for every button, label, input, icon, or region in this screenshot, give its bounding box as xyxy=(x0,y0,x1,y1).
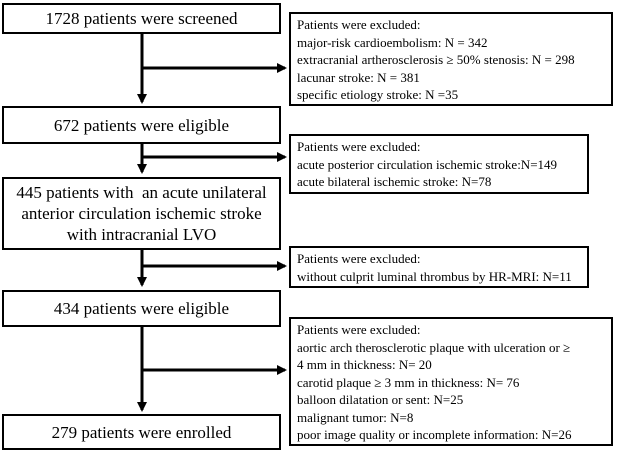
enrolled-box: 279 patients were enrolled xyxy=(2,414,281,450)
exclusion-box-1: Patients were excluded: major-risk cardi… xyxy=(289,12,613,106)
exclusion-item: major-risk cardioembolism: N = 342 xyxy=(297,34,488,50)
eligible-text-1: 672 patients were eligible xyxy=(53,115,230,135)
exclusion-title: Patients were excluded: xyxy=(297,251,421,266)
exclusion-item: poor image quality or incomplete informa… xyxy=(297,427,572,442)
exclusion-item: extracranial artherosclerosis ≥ 50% sten… xyxy=(297,52,575,67)
eligible-box-2: 434 patients were eligible xyxy=(2,290,281,327)
exclusion-item: malignant tumor: N=8 xyxy=(297,409,414,425)
exclusion-item: specific etiology stroke: N =35 xyxy=(297,87,459,102)
exclusion-item: 4 mm in thickness: N= 20 xyxy=(297,357,432,372)
exclusion-item: balloon dilatation or sent: N=25 xyxy=(297,392,464,407)
enrolled-text: 279 patients were enrolled xyxy=(51,422,232,442)
exclusion-item: acute posterior circulation ischemic str… xyxy=(297,156,558,172)
exclusion-box-4: Patients were excluded: aortic arch ther… xyxy=(289,317,613,446)
exclusion-box-3: Patients were excluded: without culprit … xyxy=(289,246,589,288)
eligible-box-1: 672 patients were eligible xyxy=(2,106,281,144)
exclusion-item: aortic arch therosclerotic plaque with u… xyxy=(297,339,571,355)
exclusion-item: without culprit luminal thrombus by HR-M… xyxy=(297,268,572,284)
screened-box: 1728 patients were screened xyxy=(2,3,281,34)
stroke-line-2: anterior circulation ischemic stroke xyxy=(21,204,262,223)
stroke-line-3: with intracranial LVO xyxy=(66,225,217,244)
stroke-line-1: 445 patients with an acute unilateral xyxy=(16,183,267,202)
exclusion-item: acute bilateral ischemic stroke: N=78 xyxy=(297,174,492,189)
screened-text: 1728 patients were screened xyxy=(45,9,238,28)
exclusion-title: Patients were excluded: xyxy=(297,322,421,337)
exclusion-item: carotid plaque ≥ 3 mm in thickness: N= 7… xyxy=(297,374,520,390)
exclusion-box-2: Patients were excluded: acute posterior … xyxy=(289,134,589,194)
exclusion-title: Patients were excluded: xyxy=(297,139,421,154)
eligible-text-2: 434 patients were eligible xyxy=(53,299,230,318)
exclusion-title: Patients were excluded: xyxy=(297,17,421,32)
stroke-box: 445 patients with an acute unilateral an… xyxy=(2,177,281,250)
exclusion-item: lacunar stroke: N = 381 xyxy=(297,69,420,85)
